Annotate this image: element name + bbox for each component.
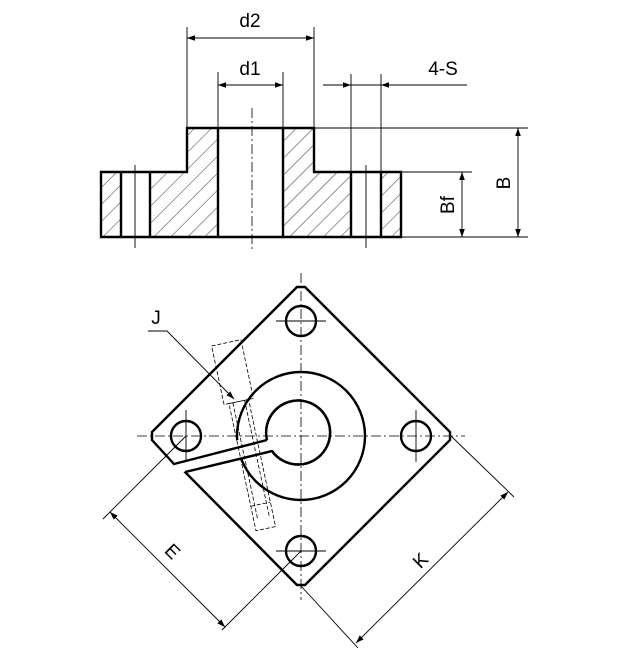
- section-view: d2 d1 4-S B Bf: [99, 11, 528, 252]
- hatched-areas: [101, 128, 401, 237]
- dim-label-bf: Bf: [438, 195, 459, 214]
- plan-view: J E K: [102, 273, 515, 649]
- dimension-k: [300, 435, 515, 649]
- dim-label-d1: d1: [239, 59, 260, 80]
- dimension-lines: [187, 35, 521, 237]
- dim-label-b: B: [494, 177, 515, 190]
- section-outline: [99, 126, 403, 239]
- center-lines: [134, 108, 367, 252]
- extension-lines: [186, 27, 528, 238]
- leader-j: [148, 330, 235, 400]
- clamp-screw-hidden: [211, 339, 277, 532]
- dim-label-d2: d2: [239, 11, 260, 32]
- dimension-e: [102, 435, 302, 631]
- dim-label-4-s: 4-S: [428, 59, 458, 80]
- label-j: J: [151, 308, 161, 329]
- bores: [119, 128, 383, 237]
- dim-label-e: E: [160, 540, 184, 564]
